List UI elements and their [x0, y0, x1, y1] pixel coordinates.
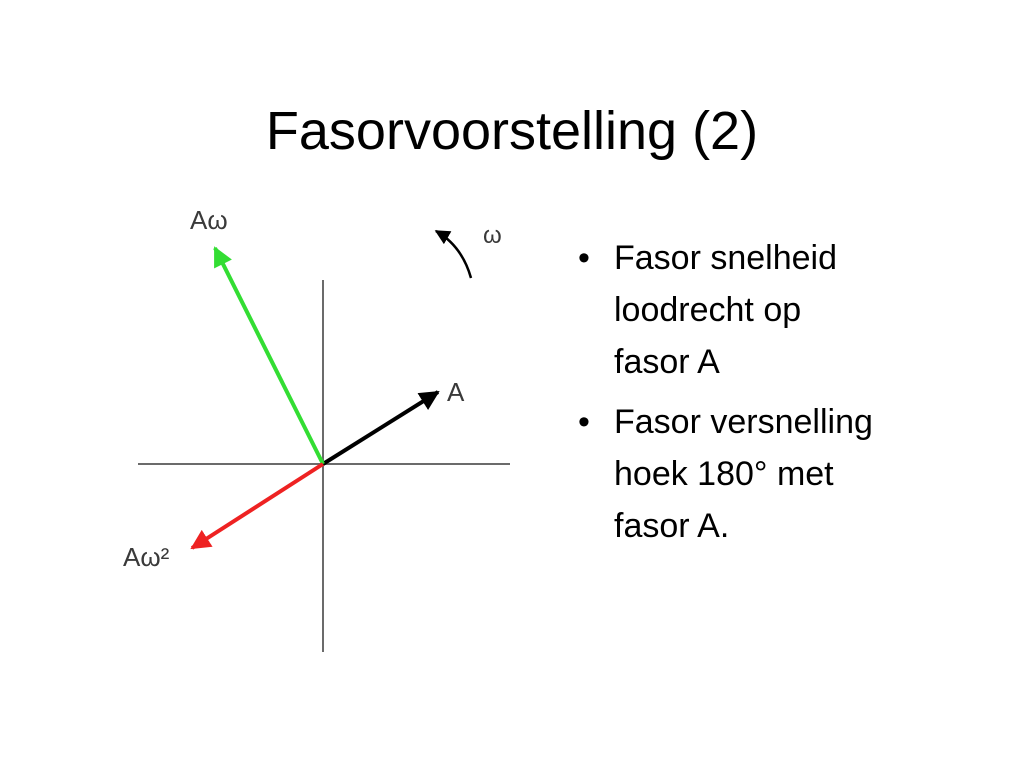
rotation-label: ω — [483, 222, 502, 249]
phasor-a-label: A — [447, 377, 465, 407]
bullet-item-1: • Fasor snelheid loodrecht op fasor A — [578, 232, 978, 388]
phasor-acceleration-arrow — [190, 462, 325, 550]
bullet-line: loodrecht op — [614, 291, 802, 329]
bullet-line: fasor A — [614, 343, 720, 381]
bullet-marker: • — [578, 403, 590, 441]
bullet-line: fasor A. — [614, 507, 730, 545]
phasor-velocity-arrow — [213, 246, 325, 465]
bullet-line: Fasor versnelling — [614, 403, 873, 441]
bullet-line: Fasor snelheid — [614, 239, 838, 277]
bullet-marker: • — [578, 239, 590, 277]
phasor-acceleration-label: Aω² — [123, 542, 170, 572]
bullet-item-2: • Fasor versnelling hoek 180° met fasor … — [578, 396, 978, 552]
phasor-velocity-label: Aω — [190, 205, 228, 235]
bullet-list: • Fasor snelheid loodrecht op fasor A • … — [578, 232, 978, 560]
phasor-a-arrow — [321, 390, 440, 466]
rotation-arrow — [434, 229, 473, 279]
slide-title: Fasorvoorstelling (2) — [265, 101, 759, 161]
bullet-line: hoek 180° met — [614, 455, 834, 493]
